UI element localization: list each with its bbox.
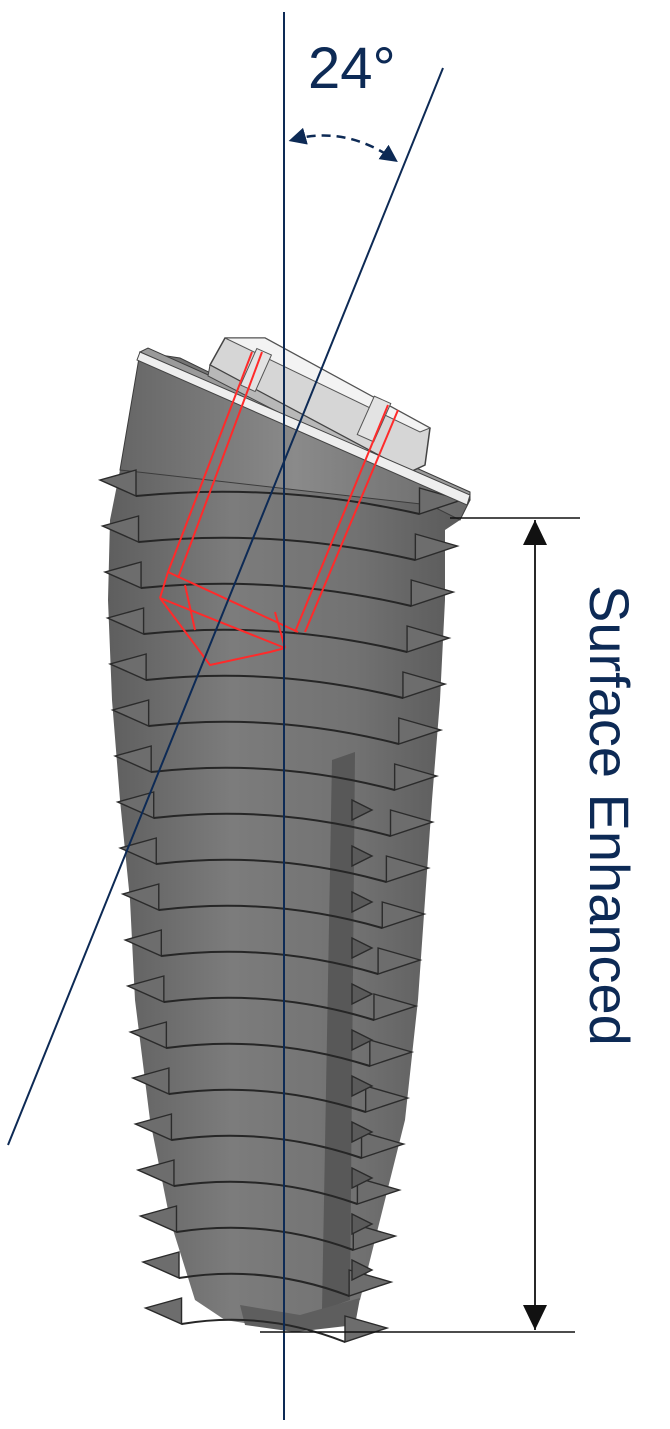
thread-groove xyxy=(151,766,395,791)
flute-tooth xyxy=(351,798,374,822)
abutment-platform xyxy=(136,337,471,506)
thread-tooth-left xyxy=(115,791,155,820)
thread-tooth-right xyxy=(360,1131,406,1159)
thread-groove xyxy=(173,1180,358,1205)
thread-groove xyxy=(143,628,408,653)
thread-tooth-right xyxy=(381,901,427,929)
flute-tooth xyxy=(351,1166,374,1190)
thread-tooth-left xyxy=(140,1251,180,1280)
thread-tooth-left xyxy=(125,975,165,1004)
thread-tooth-right xyxy=(418,487,464,515)
thread-tooth-right xyxy=(373,993,419,1021)
thread-tooth-right xyxy=(398,717,444,745)
flute-tooth xyxy=(351,890,374,914)
thread-tooth-right xyxy=(410,579,456,607)
thread-groove xyxy=(178,1272,350,1297)
flute-tooth xyxy=(351,1120,374,1144)
thread-groove xyxy=(163,996,375,1021)
thread-tooth-right xyxy=(385,855,431,883)
thread-groove xyxy=(161,950,379,975)
thread-tooth-left xyxy=(133,1113,173,1142)
thread-tooth-right xyxy=(414,533,460,561)
thread-groove xyxy=(181,1318,346,1343)
thread-tooth-left xyxy=(110,699,150,728)
flute-tooth xyxy=(351,936,374,960)
thread-tooth-right xyxy=(393,763,440,791)
thread-tooth-left xyxy=(138,1205,178,1234)
thread-tooth-right xyxy=(377,947,423,975)
implant-body xyxy=(108,347,471,1332)
thread-tooth-right xyxy=(389,809,435,837)
flute-tooth xyxy=(351,1258,374,1282)
abutment-axis-line xyxy=(7,67,444,1146)
flute-tooth xyxy=(351,982,374,1006)
thread-tooth-left xyxy=(97,469,137,498)
thread-groove xyxy=(153,812,391,837)
thread-groove xyxy=(168,1088,366,1113)
thread-tooth-right xyxy=(344,1315,390,1343)
screw-channel-outline xyxy=(159,351,399,667)
angle-arc xyxy=(288,127,398,163)
thread-tooth-left xyxy=(130,1067,170,1096)
thread-tooth-right xyxy=(402,671,448,699)
thread-groove xyxy=(156,858,387,883)
thread-groove xyxy=(166,1042,371,1067)
thread-groove xyxy=(176,1226,354,1251)
flute-tooth xyxy=(351,1028,374,1052)
thread-groove xyxy=(146,674,404,699)
thread-tooth-right xyxy=(364,1085,411,1113)
thread-tooth-left xyxy=(143,1297,183,1326)
thread-tooth-right xyxy=(356,1177,402,1205)
thread-groove xyxy=(158,904,383,929)
thread-tooth-left xyxy=(120,883,160,912)
implant-threads xyxy=(97,469,464,1343)
flute-tooth xyxy=(351,1074,374,1098)
thread-groove xyxy=(138,536,416,561)
thread-tooth-left xyxy=(113,745,152,774)
thread-tooth-right xyxy=(352,1223,398,1251)
thread-groove xyxy=(135,490,420,515)
thread-tooth-left xyxy=(105,607,145,636)
thread-groove xyxy=(148,720,400,745)
thread-tooth-right xyxy=(369,1039,415,1067)
thread-tooth-left xyxy=(123,929,162,958)
surface-enhanced-label: Surface Enhanced xyxy=(578,585,641,1046)
angle-label: 24° xyxy=(308,36,396,101)
thread-groove xyxy=(171,1134,362,1159)
thread-tooth-left xyxy=(102,561,142,590)
thread-tooth-left xyxy=(100,515,140,544)
dimension-indicator xyxy=(260,517,580,1333)
flute-tooth xyxy=(351,1212,374,1236)
thread-tooth-right xyxy=(406,625,452,653)
thread-tooth-left xyxy=(128,1021,168,1050)
flute-tooth xyxy=(351,844,374,868)
thread-tooth-left xyxy=(135,1159,175,1188)
thread-tooth-left xyxy=(118,837,157,866)
thread-groove xyxy=(140,582,412,607)
thread-tooth-left xyxy=(108,653,147,682)
